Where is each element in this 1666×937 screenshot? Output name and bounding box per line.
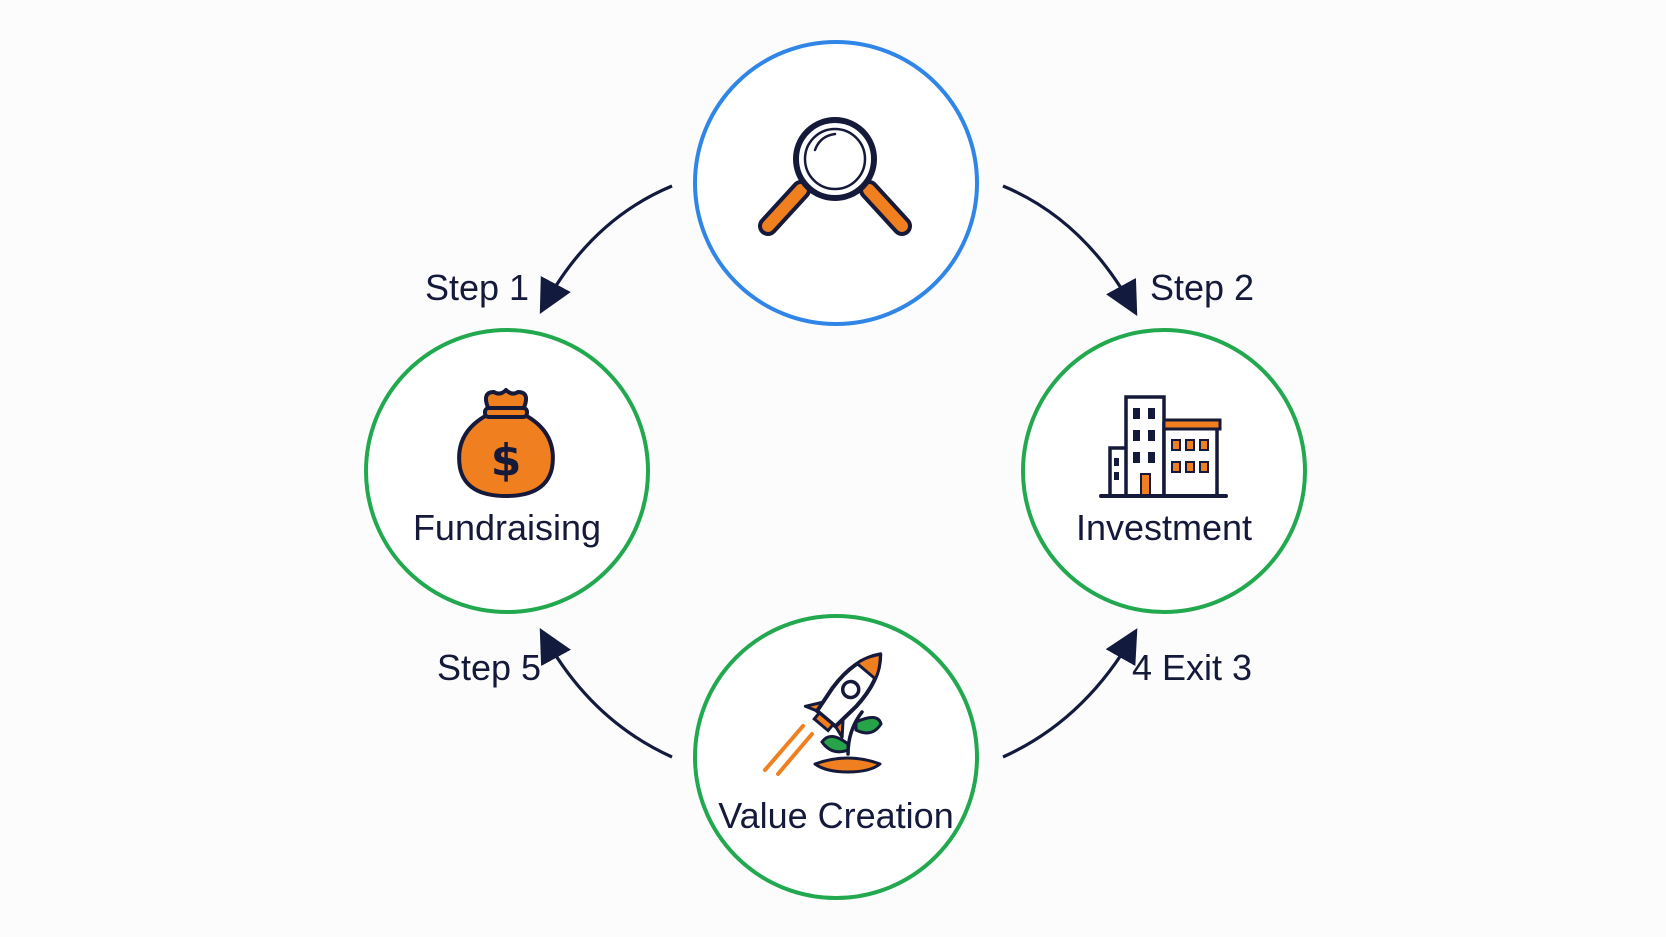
- arrow-value-creation-to-fundraising: [539, 628, 673, 759]
- investment-node: Investment: [1021, 328, 1307, 614]
- arrow-top-to-fundraising: [539, 184, 673, 314]
- fundraising-node: $ Fundraising: [364, 328, 650, 614]
- step-label-bottom-right: 4 Exit 3: [1132, 647, 1252, 688]
- value-creation-label: Value Creation: [718, 795, 953, 836]
- rocket-plant-icon: [763, 652, 883, 776]
- arrow-value-creation-to-investment: [1002, 628, 1138, 759]
- buildings-icon: [1099, 395, 1228, 498]
- magnifying-glass-icon: [758, 117, 912, 236]
- money-bag-icon: $: [457, 388, 555, 498]
- svg-text:$: $: [491, 435, 522, 486]
- step-label-bottom-left: Step 5: [437, 647, 541, 688]
- value-creation-node: Value Creation: [693, 614, 979, 900]
- top-stage-node: [693, 40, 979, 326]
- fundraising-label: Fundraising: [413, 507, 601, 548]
- step-label-top-right: Step 2: [1150, 267, 1254, 308]
- investment-label: Investment: [1076, 507, 1252, 548]
- arrow-top-to-investment: [1002, 184, 1138, 316]
- step-label-top-left: Step 1: [425, 267, 529, 308]
